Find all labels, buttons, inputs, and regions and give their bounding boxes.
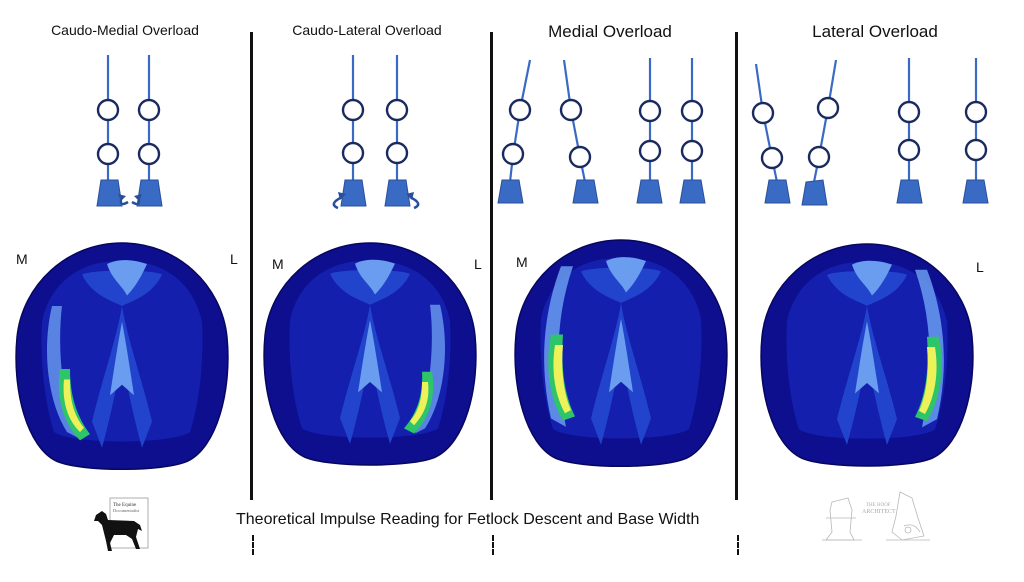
divider-2-tail <box>492 535 494 555</box>
pressure-map-lateral <box>760 243 974 467</box>
divider-3 <box>735 32 738 500</box>
panel-title-caudo-medial: Caudo-Medial Overload <box>51 22 199 38</box>
panel-2-lateral-label: L <box>474 256 482 272</box>
panel-title-lateral: Lateral Overload <box>812 22 938 41</box>
equine-documentalist-logo: The Equine Documentalist <box>88 497 150 555</box>
svg-text:THE HOOF: THE HOOF <box>866 503 891 508</box>
panel-2-medial-label: M <box>272 256 284 272</box>
pressure-map-caudo-lateral <box>263 242 477 466</box>
figure-caption: Theoretical Impulse Reading for Fetlock … <box>236 511 700 528</box>
hoof-architect-logo: THE HOOF ARCHITECT <box>822 488 934 548</box>
horse-icon <box>94 511 142 551</box>
pressure-map-medial <box>514 239 728 468</box>
panel-3-medial-label: M <box>516 254 528 270</box>
divider-2 <box>490 32 493 500</box>
panel-1-lateral-label: L <box>230 251 238 267</box>
svg-text:ARCHITECT: ARCHITECT <box>862 509 896 515</box>
divider-3-tail <box>737 535 739 555</box>
panel-title-medial: Medial Overload <box>548 22 672 41</box>
divider-1-tail <box>252 535 254 555</box>
panel-4-lateral-label: L <box>976 259 984 275</box>
rotation-arrows <box>118 192 420 210</box>
panel-1-medial-label: M <box>16 251 28 267</box>
svg-text:The Equine: The Equine <box>113 503 137 508</box>
panel-title-caudo-lateral: Caudo-Lateral Overload <box>292 22 442 38</box>
divider-1 <box>250 32 253 500</box>
hoof-shapes <box>96 179 989 207</box>
pressure-map-caudo-medial <box>15 242 229 471</box>
svg-text:Documentalist: Documentalist <box>113 508 140 513</box>
